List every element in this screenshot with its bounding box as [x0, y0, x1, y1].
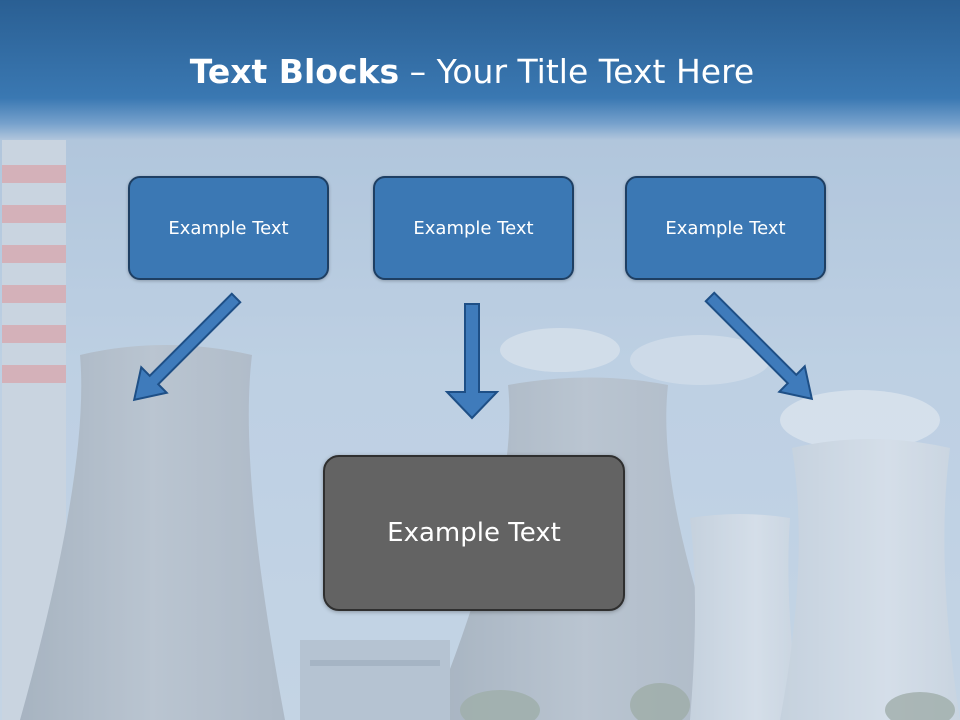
title-bar: Text Blocks – Your Title Text Here	[0, 0, 960, 140]
title-rest-text: Your Title Text Here	[436, 52, 755, 91]
arrow-right-diagonal	[704, 291, 814, 401]
arrow-left-diagonal	[132, 292, 242, 402]
text-block-left[interactable]: Example Text	[128, 176, 329, 280]
text-block-main-label: Example Text	[387, 518, 561, 548]
text-block-left-label: Example Text	[168, 217, 289, 239]
title-bold-text: Text Blocks	[189, 52, 400, 91]
text-block-right[interactable]: Example Text	[625, 176, 826, 280]
title-dash: –	[409, 52, 427, 91]
text-block-center-label: Example Text	[413, 217, 534, 239]
arrow-down-center	[444, 303, 500, 420]
text-block-main[interactable]: Example Text	[323, 455, 625, 611]
text-block-right-label: Example Text	[665, 217, 786, 239]
text-block-center[interactable]: Example Text	[373, 176, 574, 280]
slide-title: Text Blocks – Your Title Text Here	[0, 52, 944, 91]
